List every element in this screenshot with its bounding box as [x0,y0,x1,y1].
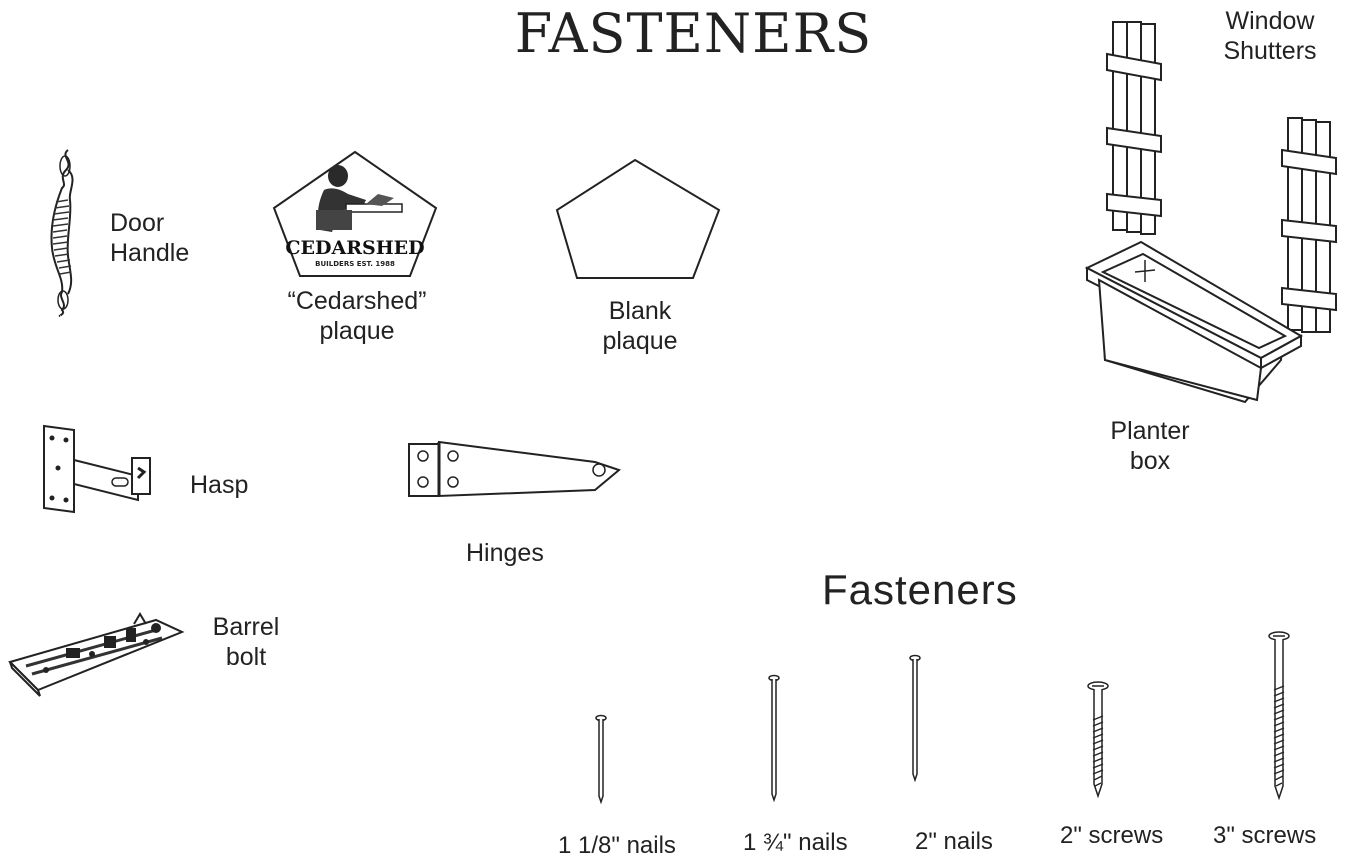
hasp-icon [40,420,165,520]
blank-plaque-icon [555,158,725,280]
barrel-bolt-label: Barrel bolt [212,613,280,671]
nail-icon-1-1-8 [594,714,608,804]
nail-icon-2 [908,654,922,782]
fastener-label-1-1-8-nails: 1 1/8" nails [558,832,676,859]
door-handle-icon [38,148,88,318]
fastener-label-2-nails: 2" nails [915,828,993,855]
fastener-label-1-3-4-nails: 1 ¾" nails [743,829,848,856]
cedarshed-logo-subtext: BUILDERS EST. 1988 [315,260,395,268]
page-title: FASTENERS [514,2,873,65]
cedarshed-plaque-label: “Cedarshed” plaque [287,287,427,345]
cedarshed-plaque-icon: CEDARSHED BUILDERS EST. 1988 [270,150,440,278]
window-shutters-label: Window Shutters [1223,7,1317,65]
hasp-label: Hasp [190,471,249,499]
door-handle-label: Door Handle [110,209,190,267]
fasteners-subtitle: Fasteners [822,566,1018,613]
fastener-label-3-screws: 3" screws [1213,822,1317,849]
nail-icon-1-3-4 [767,674,781,802]
fastener-label-2-screws: 2" screws [1060,822,1164,849]
barrel-bolt-icon [6,610,186,700]
cedarshed-logo-text: CEDARSHED [285,237,424,259]
window-shutter-icon-right [1280,114,1342,336]
screw-icon-3 [1267,630,1291,800]
blank-plaque-label: Blank plaque [602,297,678,355]
hinges-label: Hinges [466,539,544,567]
screw-icon-2 [1086,680,1110,798]
planter-box-label: Planter box [1110,417,1190,475]
planter-box-icon [1085,240,1305,405]
window-shutter-icon-left [1105,18,1167,236]
hinge-icon [405,438,625,502]
